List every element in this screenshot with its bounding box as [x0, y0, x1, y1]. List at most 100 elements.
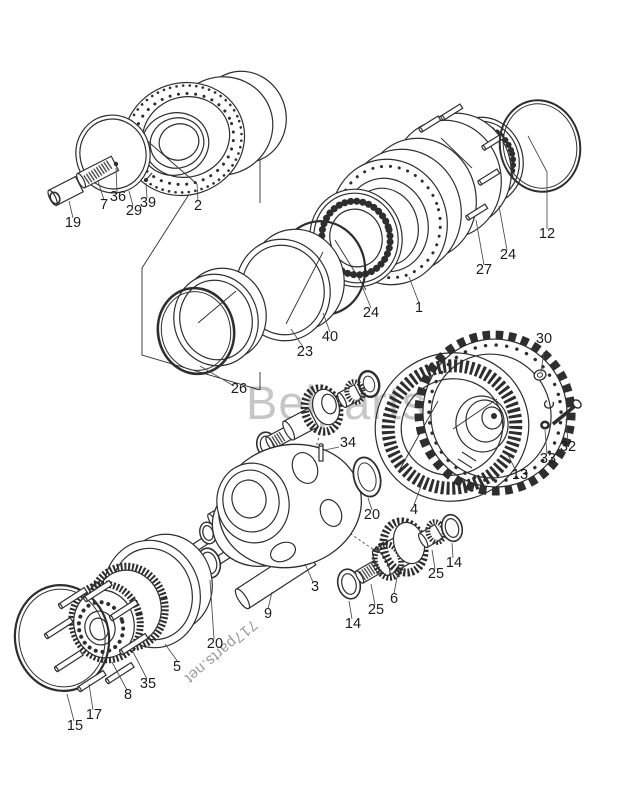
pin-17 — [119, 632, 149, 656]
callout-label-8: 8 — [124, 687, 132, 703]
callout-leader-35 — [131, 649, 148, 680]
callout-label-24: 24 — [363, 305, 379, 321]
callout-label-23: 23 — [297, 344, 313, 360]
callout-label-35: 35 — [140, 676, 156, 692]
nut-30 — [533, 369, 547, 381]
callout-label-13: 13 — [512, 467, 528, 483]
callout-leader-3 — [304, 563, 314, 583]
plug-36 — [113, 161, 119, 167]
callout-leader-33 — [544, 429, 548, 455]
callout-label-2: 2 — [194, 198, 202, 214]
planet-gear — [321, 393, 337, 415]
detail-line — [452, 398, 498, 430]
callout-leader-14 — [451, 542, 454, 559]
callout-label-9: 9 — [264, 606, 272, 622]
carrier-3-bore — [231, 479, 267, 519]
planet-gear-shaft — [282, 407, 320, 441]
sprocket-13 — [455, 395, 509, 453]
callout-leader-4 — [413, 477, 425, 506]
sprocket-13-hub — [491, 413, 497, 419]
carrier-3-window — [319, 498, 343, 528]
ring-gear-4-teeth — [381, 359, 523, 495]
callout-leader-19 — [68, 200, 74, 219]
callout-leader-20 — [367, 497, 373, 511]
callout-leader-39 — [145, 182, 148, 199]
callout-leader-13 — [507, 454, 517, 472]
callout-label-32: 32 — [560, 439, 576, 455]
callout-label-15: 15 — [67, 718, 83, 734]
callout-label-1: 1 — [415, 300, 423, 316]
washer-33 — [540, 420, 550, 430]
callout-label-14: 14 — [345, 616, 361, 632]
callout-leader-26 — [199, 365, 235, 387]
detail-line — [440, 137, 473, 169]
pin-17 — [44, 616, 74, 640]
callout-leader-9 — [267, 591, 273, 610]
callout-label-7: 7 — [100, 197, 108, 213]
drum-2-bolt-holes — [125, 84, 243, 194]
callout-leader-25 — [431, 549, 436, 570]
oring-15 — [18, 588, 106, 688]
callout-leader-8 — [111, 661, 128, 691]
callout-leader-36 — [115, 167, 118, 193]
callout-leader-15 — [66, 693, 75, 722]
hub-8 — [84, 610, 116, 646]
callout-label-27: 27 — [476, 262, 492, 278]
sprocket-13 — [457, 458, 473, 469]
carrier-3-window — [291, 451, 319, 485]
gear-6-splines — [358, 561, 381, 581]
pin-17 — [54, 649, 84, 673]
callout-label-20: 20 — [364, 507, 380, 523]
callout-leader-24 — [498, 205, 508, 251]
screw-39 — [145, 172, 153, 181]
sprocket-13 — [465, 399, 505, 443]
callout-leader-5 — [164, 643, 179, 663]
gear-25-splines — [344, 379, 366, 405]
callout-label-14: 14 — [446, 555, 462, 571]
callout-leader-6 — [393, 571, 399, 595]
bolt-32-head — [572, 399, 582, 409]
callout-label-40: 40 — [322, 329, 338, 345]
pin-27 — [440, 103, 464, 121]
coupling-19 — [49, 191, 61, 205]
callout-label-29: 29 — [126, 203, 142, 219]
callout-label-25: 25 — [428, 566, 444, 582]
callout-label-19: 19 — [65, 215, 81, 231]
callout-label-6: 6 — [390, 591, 398, 607]
callout-leader-14 — [348, 600, 353, 620]
bolt-32-threads — [551, 413, 566, 426]
washer-20 — [357, 462, 377, 492]
detail-line — [399, 400, 439, 470]
callout-leader-32 — [565, 418, 569, 443]
callout-leader-12 — [527, 135, 548, 229]
callout-label-12: 12 — [539, 226, 555, 242]
oring-15 — [13, 584, 111, 692]
sprocket-13-holes — [427, 343, 563, 483]
callout-label-26: 26 — [231, 381, 247, 397]
callout-leader-24 — [361, 285, 372, 309]
oring-26 — [156, 286, 236, 376]
sprocket-13 — [461, 451, 477, 462]
callout-label-30: 30 — [536, 331, 552, 347]
callout-leader-34 — [324, 446, 340, 451]
hub-8-teeth — [68, 580, 144, 664]
callout-label-24: 24 — [500, 247, 516, 263]
callout-leader-20 — [209, 579, 215, 640]
nut-30 — [536, 372, 544, 378]
pin-17 — [109, 598, 139, 622]
callout-label-25: 25 — [368, 602, 384, 618]
callout-leader-7 — [97, 180, 105, 201]
callout-leader-25 — [370, 583, 376, 606]
sprocket-13 — [430, 353, 552, 479]
ring-26 — [173, 273, 259, 367]
callout-leader-23 — [290, 328, 304, 348]
callout-label-33: 33 — [540, 451, 556, 467]
pin-27 — [465, 203, 489, 221]
washer-20 — [352, 456, 382, 498]
oring-12 — [498, 99, 582, 193]
callout-label-5: 5 — [173, 659, 181, 675]
callout-leader-27 — [475, 219, 485, 266]
callout-leader-17 — [88, 683, 94, 711]
